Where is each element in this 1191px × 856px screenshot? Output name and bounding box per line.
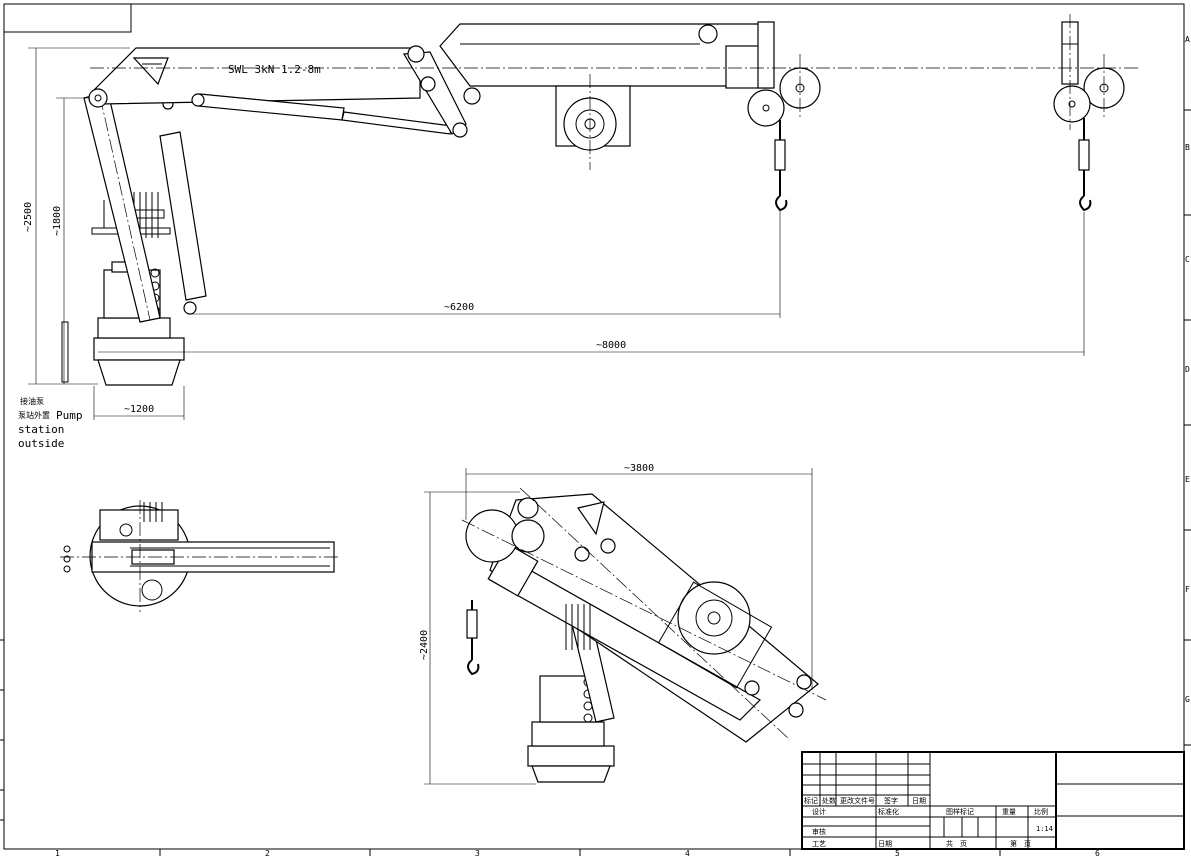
tb-header: 更改文件号 xyxy=(840,796,875,805)
tb-std: 标准化 xyxy=(878,807,899,816)
drawing-frame xyxy=(0,3,1191,856)
zone-letter: F xyxy=(1185,585,1190,594)
zone-letter: B xyxy=(1185,143,1190,152)
zone-numbers: 1 2 3 4 5 6 xyxy=(55,849,1100,856)
zone-letter: E xyxy=(1185,475,1190,484)
dim-length-3800: ~3800 xyxy=(624,463,654,474)
slewing-ring xyxy=(97,317,171,339)
zone-num: 6 xyxy=(1095,849,1100,856)
tb-scale-value: 1:14 xyxy=(1036,825,1053,833)
stowed-dimensions xyxy=(424,468,813,785)
pedestal-flange xyxy=(93,337,185,361)
main-boom xyxy=(93,47,421,105)
zone-num: 2 xyxy=(265,849,270,856)
pedestal-base xyxy=(97,359,181,386)
side-dimensions xyxy=(28,47,1085,420)
note-en-2: station xyxy=(18,423,64,436)
tb-row: 工艺 xyxy=(812,840,826,848)
zone-num: 4 xyxy=(685,849,690,856)
crane-plan-view xyxy=(60,500,340,612)
note-cn-1: 接油泵 xyxy=(20,396,44,406)
outer-boom xyxy=(439,23,771,87)
tb-header: 处数 xyxy=(822,796,836,805)
dim-reach-6200: ~6200 xyxy=(444,302,474,313)
zone-letter: D xyxy=(1185,365,1190,374)
tb-scale-label: 比例 xyxy=(1034,807,1048,816)
tb-row: 审核 xyxy=(812,827,826,836)
tb-header: 签字 xyxy=(884,796,898,805)
lift-cylinder xyxy=(159,131,207,301)
hook-6200 xyxy=(774,120,788,212)
dim-reach-8000: ~8000 xyxy=(596,340,626,351)
note-en-3: outside xyxy=(18,437,64,450)
dim-base-1200: ~1200 xyxy=(124,404,154,415)
tb-stage: 图样标记 xyxy=(946,807,974,816)
zone-letters: A B C D E F G xyxy=(1185,35,1190,704)
crane-side-view xyxy=(61,14,1140,386)
winch xyxy=(555,85,631,151)
tb-sheet-no: 第 页 xyxy=(1010,839,1031,848)
zone-num: 5 xyxy=(895,849,900,856)
zone-letter: A xyxy=(1185,35,1190,44)
tb-row: 设计 xyxy=(812,807,826,816)
zone-letter: C xyxy=(1185,255,1190,264)
dim-height-2500: ~2500 xyxy=(23,202,34,232)
swl-label: SWL 3kN 1.2-8m xyxy=(228,63,321,76)
tb-header: 标记 xyxy=(804,796,818,805)
zone-num: 1 xyxy=(55,849,60,856)
tb-total-sheets: 共 页 xyxy=(946,839,967,848)
dim-height-1800: ~1800 xyxy=(52,206,63,236)
title-block xyxy=(801,751,1185,850)
dim-height-2400: ~2400 xyxy=(419,630,430,660)
tb-weight: 重量 xyxy=(1002,808,1016,816)
extended-tip xyxy=(1053,21,1125,212)
tb-header: 日期 xyxy=(912,797,926,805)
zone-num: 3 xyxy=(475,849,480,856)
note-en-1: Pump xyxy=(56,409,83,422)
pump-line xyxy=(61,321,69,383)
tb-date: 日期 xyxy=(878,840,892,848)
zone-letter: G xyxy=(1185,695,1190,704)
crane-stowed-view xyxy=(461,487,827,783)
note-cn-2: 泵站外置 xyxy=(18,410,50,420)
